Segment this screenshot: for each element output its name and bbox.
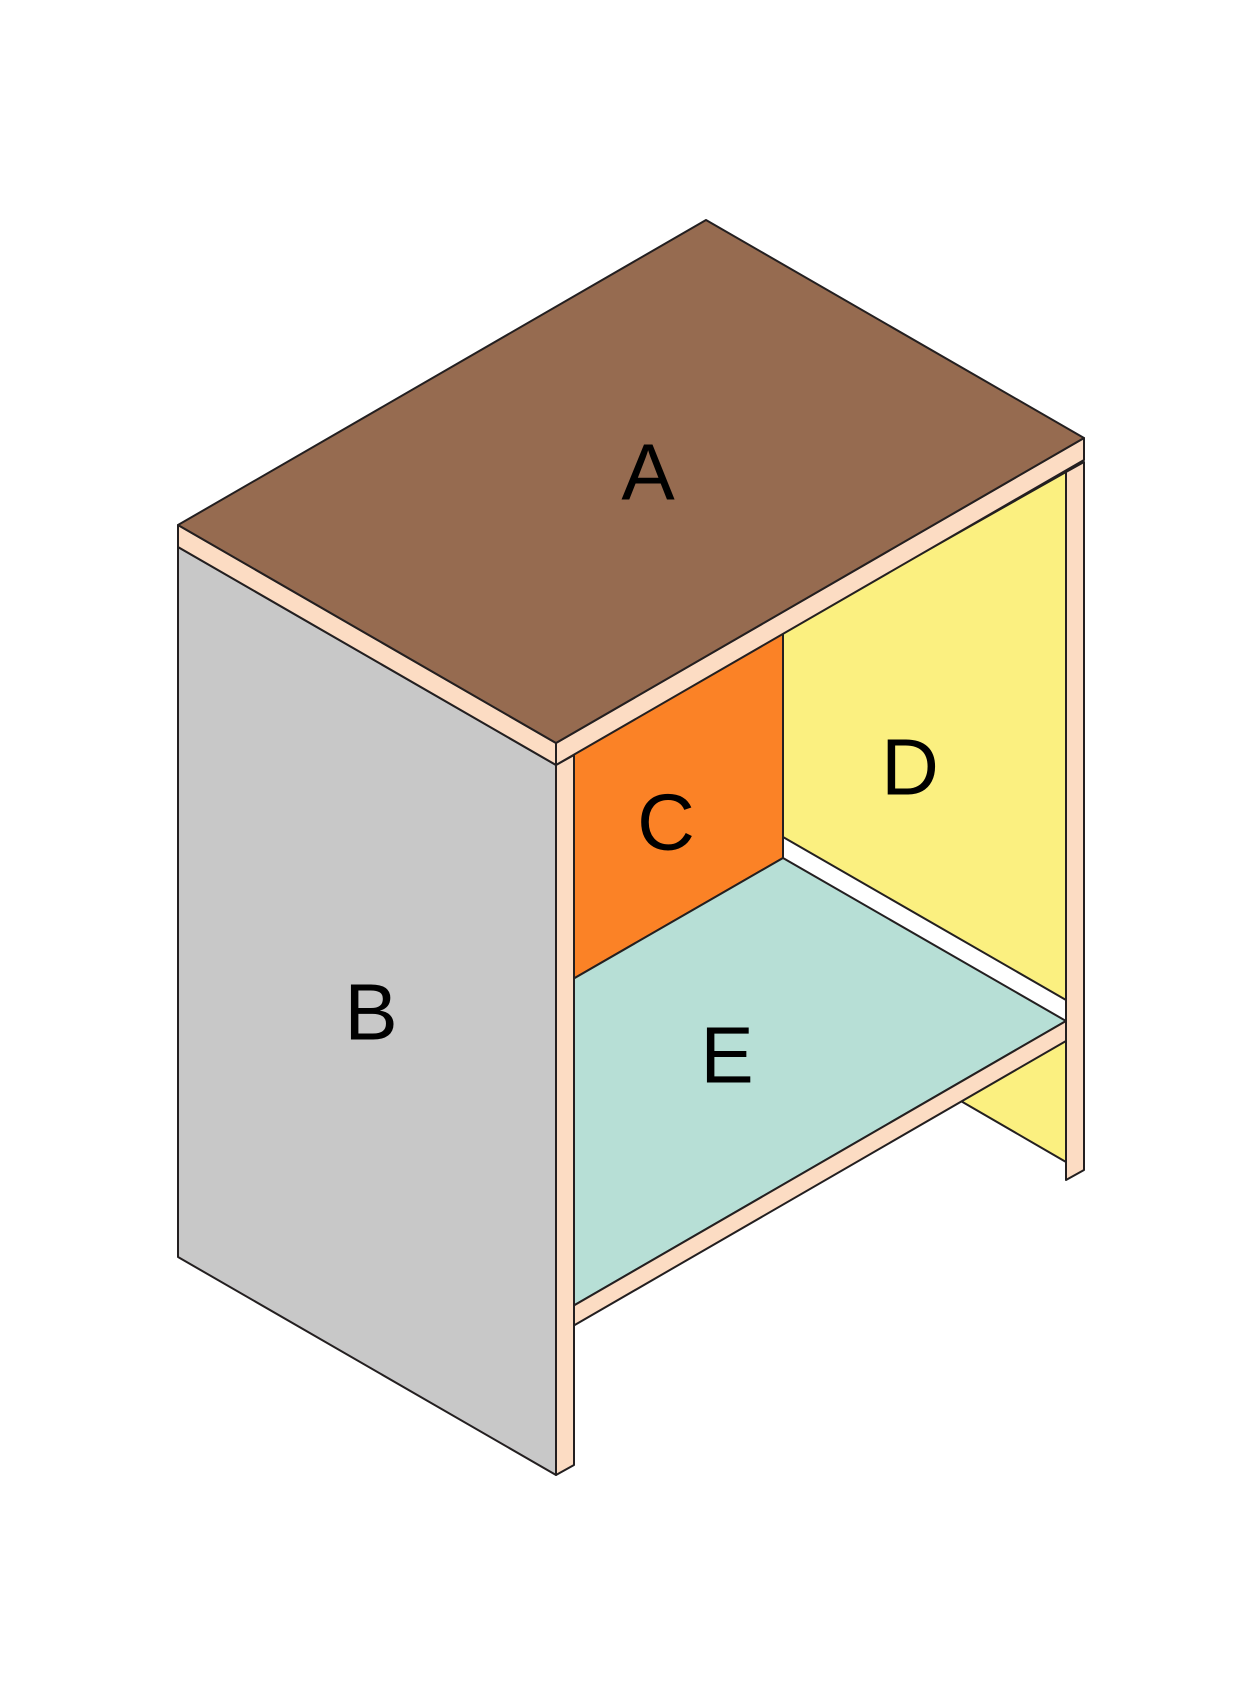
panel-d-edge [1065,461,1085,1181]
label-c: C [637,778,695,867]
panel-b-edge [555,754,575,1476]
label-b: B [344,968,397,1057]
label-e: E [700,1011,753,1100]
label-a: A [621,428,675,517]
panel-a-face [177,219,1085,744]
label-d: D [881,723,939,812]
